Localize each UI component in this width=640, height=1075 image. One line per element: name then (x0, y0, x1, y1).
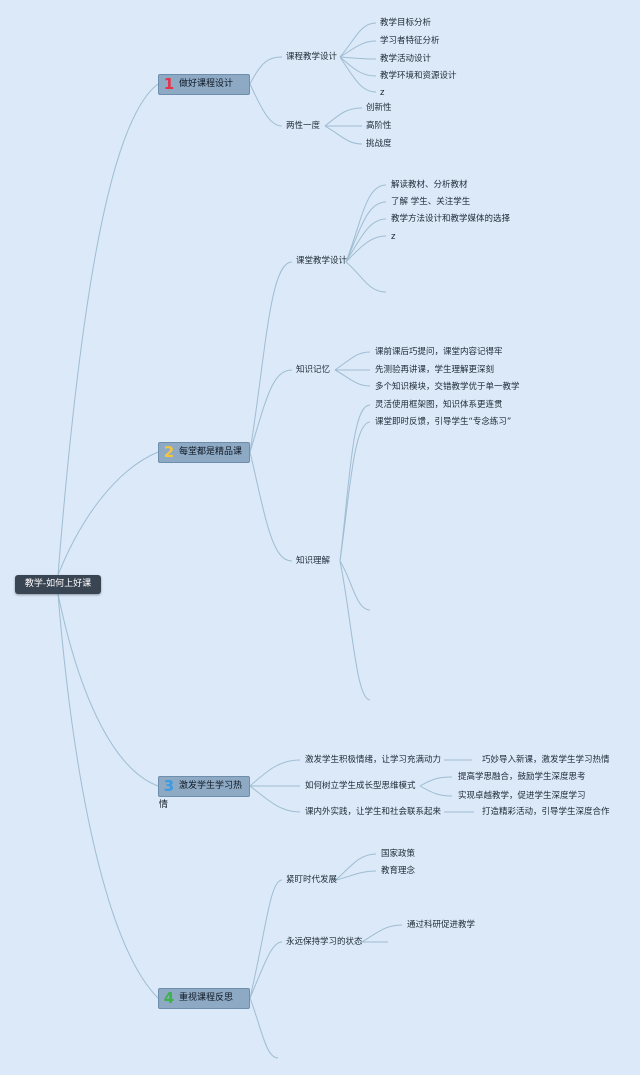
topic-1-sub-1[interactable]: 课程教学设计 (286, 52, 338, 62)
topic-2-number: 2 (163, 443, 175, 461)
topic-2-sub-1-item-1[interactable]: 解读教材、分析教材 (391, 180, 468, 190)
topic-2-sub-2-item-1[interactable]: 课前课后巧提问，课堂内容记得牢 (375, 347, 503, 357)
topic-3-sub-2-item-2[interactable]: 实现卓越教学，促进学生深度学习 (458, 791, 586, 801)
topic-2-sub-3-item-2[interactable]: 课堂即时反馈，引导学生“专念练习” (375, 417, 512, 427)
topic-1-sub-2-item-3[interactable]: 挑战度 (366, 139, 392, 149)
topic-3-sub-1[interactable]: 激发学生积极情绪，让学习充满动力 (305, 755, 442, 765)
topic-4-label: 重视课程反思 (179, 993, 234, 1003)
topic-4[interactable]: 4 重视课程反思 (158, 988, 250, 1009)
topic-2-sub-3[interactable]: 知识理解 (296, 556, 331, 566)
root-node[interactable]: 教学-如何上好课 (15, 575, 101, 594)
topic-2-sub-1[interactable]: 课堂教学设计 (296, 256, 348, 266)
topic-4-sub-2[interactable]: 永远保持学习的状态 (286, 937, 363, 947)
topic-2-sub-1-item-3[interactable]: 教学方法设计和教学媒体的选择 (391, 214, 511, 224)
topic-2[interactable]: 2 每堂都是精品课 (158, 442, 250, 463)
topic-2-sub-3-item-1[interactable]: 灵活使用框架图，知识体系更连贯 (375, 400, 503, 410)
topic-4-number: 4 (163, 989, 175, 1007)
topic-4-sub-1-item-2[interactable]: 教育理念 (381, 866, 416, 876)
topic-3-sub-2-item-1[interactable]: 提高学思融合，鼓励学生深度思考 (458, 772, 586, 782)
topic-1-sub-1-item-3[interactable]: 教学活动设计 (380, 54, 432, 64)
topic-1-sub-1-item-4[interactable]: 教学环境和资源设计 (380, 71, 457, 81)
topic-4-sub-1[interactable]: 紧盯时代发展 (286, 875, 338, 885)
topic-1-sub-2-item-1[interactable]: 创新性 (366, 103, 392, 113)
topic-2-sub-1-item-4[interactable]: z (391, 232, 396, 242)
topic-1-sub-1-item-5[interactable]: z (380, 88, 385, 98)
topic-3-sub-3-item-1[interactable]: 打造精彩活动，引导学生深度合作 (482, 807, 610, 817)
topic-1-sub-1-item-1[interactable]: 教学目标分析 (380, 18, 432, 28)
topic-4-sub-2-item-1[interactable]: 通过科研促进教学 (407, 920, 476, 930)
topic-2-sub-2-item-2[interactable]: 先测验再讲课，学生理解更深刻 (375, 365, 495, 375)
topic-3-number: 3 (163, 777, 175, 795)
topic-1-sub-2-item-2[interactable]: 高阶性 (366, 121, 392, 131)
topic-1-number: 1 (163, 75, 175, 93)
topic-3-sub-3[interactable]: 课内外实践，让学生和社会联系起来 (305, 807, 442, 817)
topic-3-sub-2[interactable]: 如何树立学生成长型思维模式 (305, 781, 416, 791)
topic-3-label: 激发学生学习热情 (159, 781, 243, 810)
topic-2-sub-1-item-2[interactable]: 了解 学生、关注学生 (391, 197, 471, 207)
topic-2-sub-2[interactable]: 知识记忆 (296, 365, 331, 375)
topic-4-sub-1-item-1[interactable]: 国家政策 (381, 849, 416, 859)
topic-2-label: 每堂都是精品课 (179, 447, 243, 457)
topic-1-sub-1-item-2[interactable]: 学习者特征分析 (380, 36, 440, 46)
topic-1-sub-2[interactable]: 两性一度 (286, 121, 321, 131)
topic-1-label: 做好课程设计 (179, 79, 234, 89)
topic-1[interactable]: 1 做好课程设计 (158, 74, 250, 95)
topic-2-sub-2-item-3[interactable]: 多个知识模块，交错教学优于单一教学 (375, 382, 520, 392)
topic-3-sub-1-item-1[interactable]: 巧妙导入新课，激发学生学习热情 (482, 755, 610, 765)
